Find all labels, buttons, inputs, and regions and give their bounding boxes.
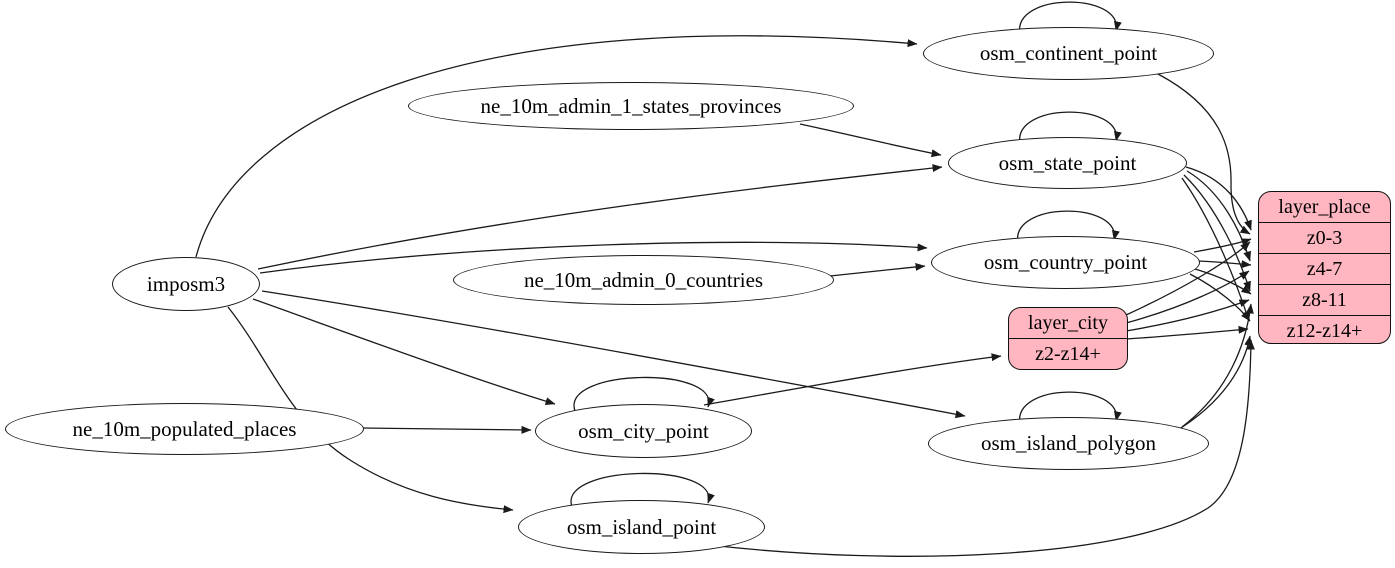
selfloop-osm_state_point — [1019, 111, 1122, 145]
node-ne_10m_populated_places-label: ne_10m_populated_places — [72, 416, 297, 441]
edge-osm_country_point-layer_place-z0-3 — [1193, 238, 1252, 253]
node-ne_10m_admin_0_countries: ne_10m_admin_0_countries — [453, 255, 834, 305]
node-osm_island_polygon: osm_island_polygon — [928, 417, 1209, 470]
node-osm_country_point-label: osm_country_point — [983, 250, 1148, 274]
node-osm_continent_point-label: osm_continent_point — [979, 41, 1158, 65]
edge-imposm3-osm_city_point — [252, 298, 556, 406]
node-osm_state_point-label: osm_state_point — [998, 150, 1137, 175]
record-layer_place: layer_place z0-3 z4-7 z8-11 z12-z14+ — [1258, 191, 1391, 344]
edge-osm_island_polygon-layer_place-z8-11 — [1181, 303, 1254, 428]
edge-imposm3-osm_island_point — [227, 306, 514, 514]
node-osm_country_point: osm_country_point — [931, 236, 1200, 289]
node-osm_island_polygon-label: osm_island_polygon — [980, 431, 1156, 455]
record-layer_place-row-z12-z14: z12-z14+ — [1286, 319, 1363, 342]
record-layer_place-row-z8-11: z8-11 — [1259, 285, 1390, 316]
edge-osm_continent_point-layer_place-z0-3 — [1157, 73, 1251, 235]
node-osm_continent_point: osm_continent_point — [923, 27, 1214, 80]
edge-imposm3-osm_island_polygon — [261, 290, 966, 419]
record-layer_place-title: layer_place — [1259, 192, 1390, 223]
edge-ne_10m_admin_1_states_provinces-osm_state_point — [799, 123, 942, 158]
record-layer_city-row-z2-z14: z2-z14+ — [1035, 342, 1101, 365]
node-imposm3: imposm3 — [112, 257, 260, 311]
node-ne_10m_admin_1_states_provinces-label: ne_10m_admin_1_states_provinces — [480, 93, 782, 118]
edge-osm_state_point-layer_place-z4-7 — [1186, 170, 1252, 262]
node-osm_island_point-label: osm_island_point — [566, 514, 717, 539]
edge-osm_city_point-layer_city — [703, 353, 1002, 406]
edge-osm_state_point-layer_place-z0-3 — [1185, 166, 1252, 231]
record-layer_city-title: layer_city — [1009, 308, 1127, 339]
record-layer_city: layer_city z2-z14+ — [1008, 307, 1128, 370]
edge-layer_city-layer_place-z4-7 — [1125, 270, 1250, 324]
edge-osm_country_point-layer_place-z4-7 — [1197, 260, 1252, 269]
node-osm_city_point-label: osm_city_point — [578, 418, 709, 443]
edge-layer_city-layer_place-z0-3 — [1125, 241, 1251, 316]
edge-imposm3-osm_state_point — [257, 164, 943, 270]
node-osm_city_point: osm_city_point — [535, 404, 752, 458]
node-osm_state_point: osm_state_point — [948, 137, 1187, 189]
node-ne_10m_populated_places: ne_10m_populated_places — [5, 403, 364, 455]
edge-osm_state_point-layer_place-z8-11 — [1183, 174, 1251, 292]
selfloop-osm_island_point — [570, 472, 715, 508]
edge-layer_city-layer_place-z12-z14 — [1125, 325, 1249, 340]
edge-ne_10m_admin_0_countries-osm_country_point — [829, 262, 926, 277]
selfloop-osm_country_point — [1017, 210, 1120, 244]
node-osm_island_point: osm_island_point — [518, 500, 765, 554]
selfloop-osm_continent_point — [1019, 1, 1122, 35]
edge-osm_island_point-layer_place-z12-z14 — [709, 339, 1255, 557]
edge-layer_city-layer_place-z8-11 — [1125, 299, 1250, 332]
node-imposm3-label: imposm3 — [146, 271, 226, 296]
node-ne_10m_admin_0_countries-label: ne_10m_admin_0_countries — [523, 267, 764, 292]
edge-osm_country_point-layer_place-z8-11 — [1194, 268, 1252, 295]
edge-imposm3-osm_continent_point — [195, 35, 918, 258]
edge-imposm3-osm_country_point — [259, 241, 928, 274]
record-layer_place-row-z0-3: z0-3 — [1259, 223, 1390, 254]
edge-ne_10m_populated_places-osm_city_point — [361, 425, 532, 434]
selfloop-osm_city_point — [573, 376, 715, 412]
edge-osm_state_point-layer_place-z12-z14 — [1181, 177, 1250, 322]
node-ne_10m_admin_1_states_provinces: ne_10m_admin_1_states_provinces — [408, 82, 854, 130]
selfloop-osm_island_polygon — [1019, 391, 1122, 425]
edge-osm_island_polygon-layer_place-z12-z14 — [1175, 335, 1253, 432]
record-layer_place-row-z4-7: z4-7 — [1259, 254, 1390, 285]
